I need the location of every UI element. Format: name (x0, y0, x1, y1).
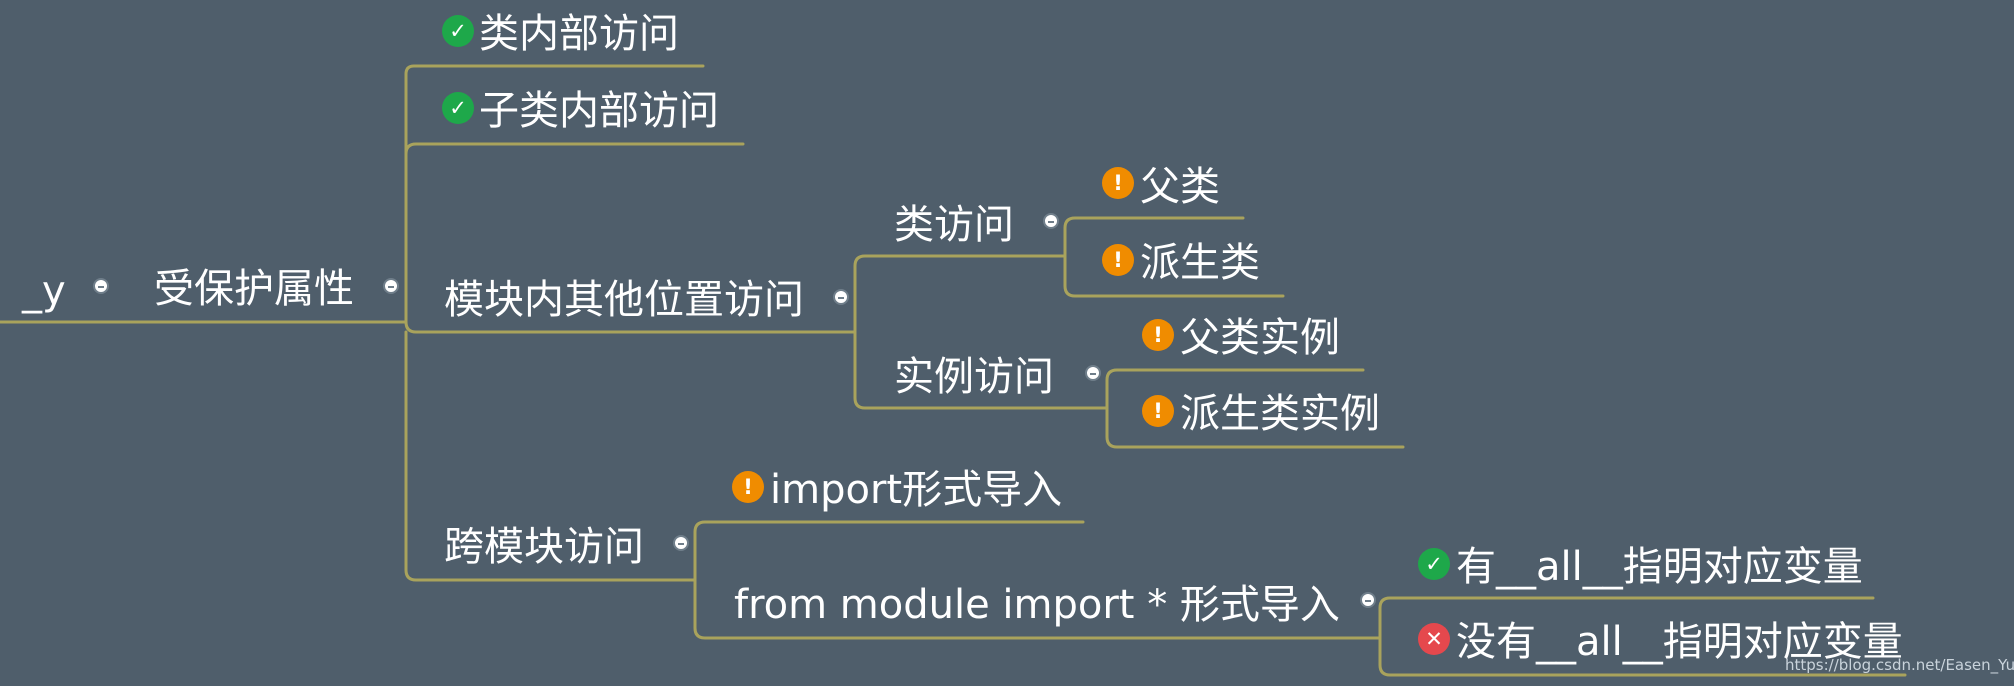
connector-derived-class (1063, 254, 1285, 298)
node-import-form[interactable]: import形式导入 (770, 467, 1063, 513)
node-derived-class[interactable]: 派生类 (1140, 240, 1260, 286)
watermark: https://blog.csdn.net/Easen_Yu (1785, 656, 2014, 674)
node-y[interactable]: _y (22, 268, 66, 314)
collapse-toggle-instance-access[interactable] (1085, 365, 1101, 381)
collapse-toggle-class-access[interactable] (1043, 213, 1059, 229)
cross-icon: ✕ (1418, 623, 1450, 655)
node-from-module-import[interactable]: from module import * 形式导入 (734, 582, 1340, 628)
connector-class-access (853, 254, 1067, 334)
warning-icon: ! (1102, 244, 1134, 276)
connector-parent-class (1063, 216, 1245, 258)
node-cross-module-access[interactable]: 跨模块访问 (444, 524, 644, 570)
warning-icon: ! (1142, 395, 1174, 427)
node-without-all[interactable]: 没有__all__指明对应变量 (1456, 619, 1903, 665)
collapse-toggle-from-import[interactable] (1360, 592, 1376, 608)
node-instance-access[interactable]: 实例访问 (894, 354, 1054, 400)
warning-icon: ! (732, 471, 764, 503)
collapse-toggle-cross-module[interactable] (673, 535, 689, 551)
connector-parent-instance (1105, 368, 1365, 410)
node-class-internal[interactable]: 类内部访问 (479, 11, 679, 57)
node-with-all[interactable]: 有__all__指明对应变量 (1456, 544, 1863, 590)
connector-without-all (1378, 636, 1907, 677)
connector-subclass (404, 142, 745, 156)
connector-cross-module (404, 330, 697, 582)
check-icon: ✓ (442, 15, 474, 47)
connector-instance-access (853, 330, 1109, 410)
check-icon: ✓ (1418, 548, 1450, 580)
node-class-access[interactable]: 类访问 (894, 202, 1014, 248)
connector-trunk (404, 64, 705, 324)
collapse-toggle-module-other[interactable] (833, 289, 849, 305)
collapse-toggle-y[interactable] (93, 278, 109, 294)
connector-from-import (693, 578, 1382, 640)
connector-with-all (1378, 596, 1875, 640)
connector-derived-instance (1105, 406, 1405, 449)
node-derived-instance[interactable]: 派生类实例 (1180, 391, 1380, 437)
node-protected-attribute[interactable]: 受保护属性 (154, 266, 354, 312)
node-module-other-access[interactable]: 模块内其他位置访问 (444, 277, 804, 323)
node-parent-instance[interactable]: 父类实例 (1180, 315, 1340, 361)
node-parent-class[interactable]: 父类 (1140, 164, 1220, 210)
node-subclass-internal[interactable]: 子类内部访问 (479, 88, 719, 134)
collapse-toggle-protected[interactable] (383, 278, 399, 294)
warning-icon: ! (1142, 319, 1174, 351)
check-icon: ✓ (442, 92, 474, 124)
connector-module-other (404, 320, 857, 334)
connector-import-form (693, 520, 1085, 582)
warning-icon: ! (1102, 167, 1134, 199)
